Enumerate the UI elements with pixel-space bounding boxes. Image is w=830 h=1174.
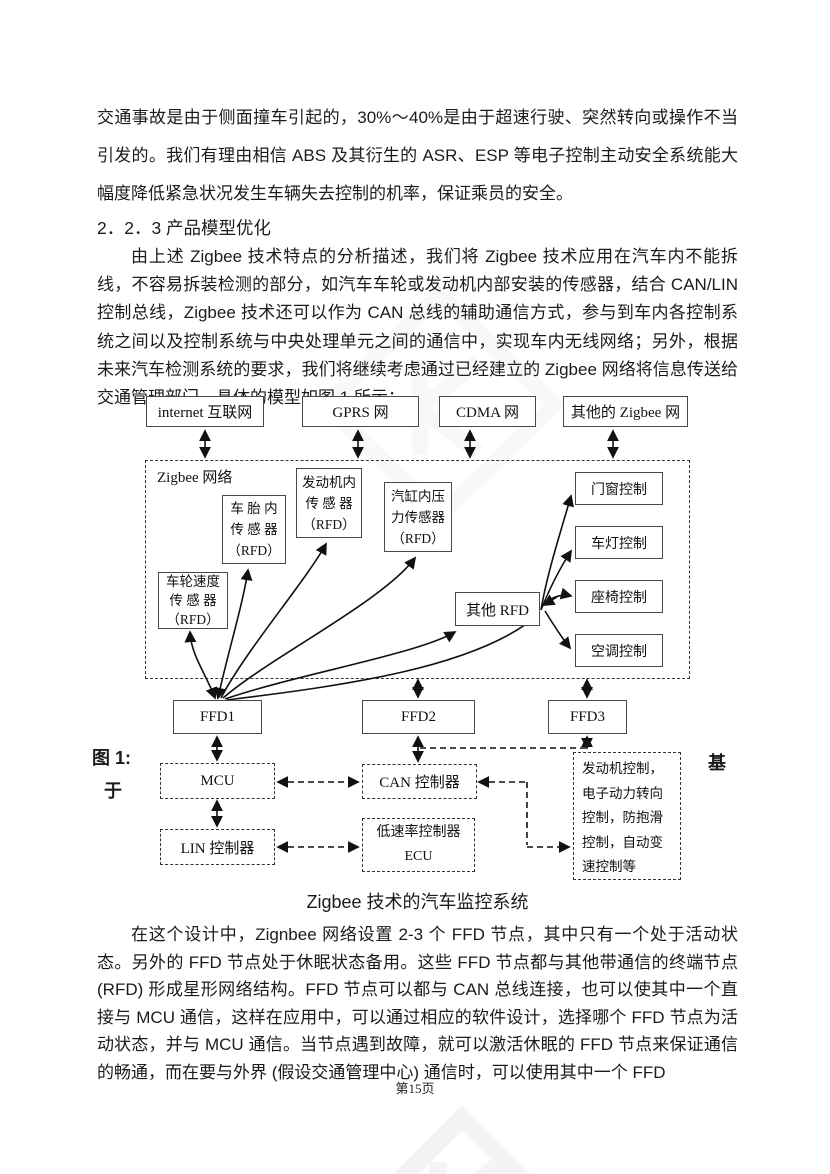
node-light-control: 车灯控制 xyxy=(575,526,663,559)
page-number: 第15页 xyxy=(395,1081,435,1096)
node-ac-control: 空调控制 xyxy=(575,634,663,667)
paragraph-model: 由上述 Zigbee 技术特点的分析描述，我们将 Zigbee 技术应用在汽车内… xyxy=(97,247,738,408)
node-other-rfd: 其他 RFD xyxy=(455,592,540,626)
node-other-zigbee: 其他的 Zigbee 网 xyxy=(563,396,688,427)
node-door-window-control: 门窗控制 xyxy=(575,472,663,505)
node-ffd1: FFD1 xyxy=(173,700,262,734)
node-engine-sensor: 发动机内 传 感 器 （RFD） xyxy=(296,468,362,538)
figure-label-part2: 基 xyxy=(708,753,726,773)
section-heading: 2．2．3 产品模型优化 xyxy=(97,218,272,238)
paragraph-intro: 交通事故是由于侧面撞车引起的，30%～40%是由于超速行驶、突然转向或操作不当引… xyxy=(97,108,738,203)
figure-label-part1: 图 1: xyxy=(92,748,132,768)
node-cdma: CDMA 网 xyxy=(439,396,536,427)
node-cylinder-pressure-sensor: 汽缸内压 力传感器 （RFD） xyxy=(384,482,452,552)
paragraph-design: 在这个设计中，Zignbee 网络设置 2-3 个 FFD 节点，其中只有一个处… xyxy=(97,925,738,1082)
node-ffd2: FFD2 xyxy=(362,700,475,734)
figure-label-part3: 于 xyxy=(104,781,122,801)
node-gprs: GPRS 网 xyxy=(302,396,419,427)
node-seat-control: 座椅控制 xyxy=(575,580,663,613)
node-engine-control-group: 发动机控制， 电子动力转向 控制，防抱滑 控制，自动变 速控制等 xyxy=(573,752,681,880)
node-low-rate-ecu: 低速率控制器 ECU xyxy=(362,818,475,872)
node-wheel-speed-sensor: 车轮速度 传 感 器 （RFD） xyxy=(158,572,228,629)
node-ffd3: FFD3 xyxy=(548,700,627,734)
figure-title: Zigbee 技术的汽车监控系统 xyxy=(306,892,529,912)
node-lin-controller: LIN 控制器 xyxy=(160,829,275,865)
node-tire-sensor: 车 胎 内 传 感 器 （RFD） xyxy=(222,495,286,564)
node-mcu: MCU xyxy=(160,763,275,799)
node-can-controller: CAN 控制器 xyxy=(362,764,477,799)
zigbee-network-label: Zigbee 网络 xyxy=(157,470,233,486)
node-internet: internet 互联网 xyxy=(146,396,264,427)
